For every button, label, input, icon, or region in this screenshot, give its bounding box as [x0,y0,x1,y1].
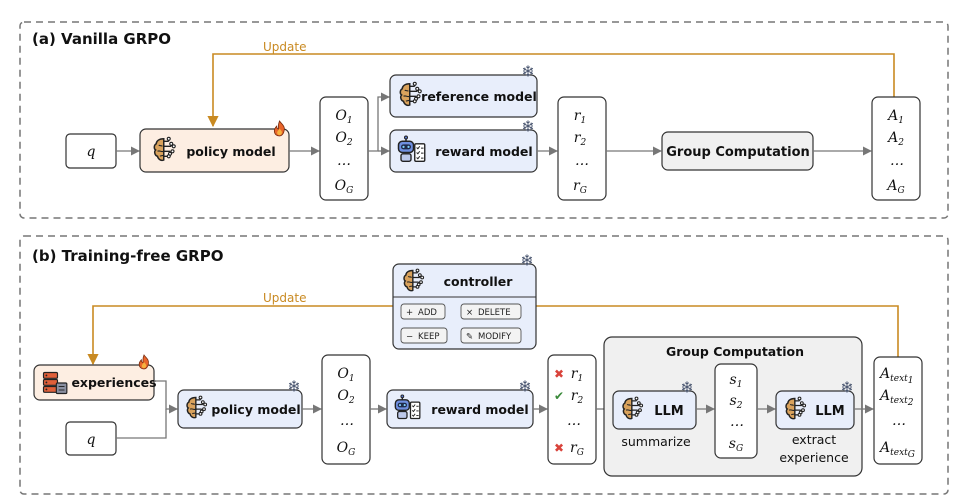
plus-icon: + [406,308,413,318]
outputs-list-b: O1 O2 … OG [337,366,356,458]
update-arrow-a [207,53,895,128]
reward-item: r2 [574,130,587,148]
reward-model-label-b: reward model [431,402,528,417]
op-add-label: ADD [418,308,437,318]
flame-icon [273,120,285,137]
controller-op-add: + ADD [400,303,446,320]
check-icon: ✔ [554,389,564,403]
panel-vanilla-grpo: (a) Vanilla GRPO Update q policy model O… [19,21,949,219]
text-advantages-list: Atext1 Atext2 … AtextG [878,366,915,460]
outputs-list-a: O1 O2 … OG [335,108,354,196]
output-item: … [340,413,354,429]
reward-item: rG [570,440,584,458]
output-item: OG [337,440,356,458]
flame-icon [138,354,149,370]
summary-item: s1 [730,372,743,390]
arrow-experiences-policy-b [154,380,178,414]
op-delete-label: DELETE [478,308,511,318]
op-modify-label: MODIFY [478,332,512,342]
output-item: O2 [337,388,354,406]
arrow-q-policy-b [116,409,167,439]
summaries-list: s1 s2 … sG [729,372,744,454]
group-computation-label-a: Group Computation [666,145,810,160]
text-advantages-box [873,356,923,465]
summaries-box [714,363,758,459]
extract-caption-line1: extract [792,432,836,447]
rewards-list-b: ✖ r1 ✔ r2 … ✖ rG [554,366,584,458]
minus-icon: − [406,332,413,342]
panel-b-frame [19,235,949,495]
text-advantage-item: … [892,413,906,429]
reward-item: rG [573,178,587,196]
rewards-list-a: r1 r2 … rG [573,108,589,196]
panel-training-free-grpo: (b) Training-free GRPO Update controller… [19,235,949,495]
llm-extract-label: LLM [815,404,845,419]
output-item: OG [335,178,354,196]
controller-op-delete: × DELETE [460,303,522,320]
controller-label: controller [444,274,514,289]
summary-item: s2 [730,393,743,411]
extract-caption-line2: experience [779,450,849,465]
policy-model-label-b: policy model [211,402,300,417]
advantage-item: A1 [886,108,904,126]
summary-item: sG [729,436,743,454]
advantage-item: AG [885,178,904,196]
outputs-box-a [319,96,369,201]
reward-model-label-a: reward model [435,144,532,159]
pencil-icon: ✎ [466,332,473,342]
advantages-list-a: A1 A2 … AG [885,108,904,196]
summary-item: … [730,414,744,430]
reference-model-a [389,74,538,118]
cross-icon: ✖ [554,441,564,455]
rewards-box-a [557,96,607,201]
times-icon: × [466,308,473,318]
advantage-item: A2 [886,130,904,148]
controller-op-keep: − KEEP [400,327,448,344]
policy-model-label-a: policy model [186,144,275,159]
llm-summarize-label: LLM [654,404,684,419]
group-computation-label-b: Group Computation [666,344,804,359]
text-advantage-item: Atext2 [878,388,914,408]
update-label-a: Update [263,40,306,54]
controller-op-modify: ✎ MODIFY [460,327,522,344]
output-item: O1 [337,366,354,384]
reward-item: … [567,413,581,429]
update-label-b: Update [263,291,306,305]
summarize-caption: summarize [621,434,691,449]
advantages-box-a [871,96,921,201]
query-label-a: q [87,144,96,160]
reward-item: … [575,153,589,169]
output-item: O1 [335,108,352,126]
op-keep-label: KEEP [418,332,439,342]
arrow-outputs-reference-a [368,92,390,152]
text-advantage-item: Atext1 [878,366,914,386]
output-item: … [337,153,351,169]
reference-model-label-a: reference model [421,89,537,104]
experiences-label: experiences [71,375,156,390]
output-item: O2 [335,130,352,148]
panel-b-title: (b) Training-free GRPO [32,247,223,265]
panel-a-frame [19,21,949,219]
cross-icon: ✖ [554,367,564,381]
reward-item: r1 [574,108,586,126]
advantage-item: … [890,153,904,169]
reward-item: r1 [571,366,583,384]
query-label-b: q [87,432,96,448]
text-advantage-item: AtextG [878,440,915,460]
reward-item: r2 [571,388,584,406]
panel-a-title: (a) Vanilla GRPO [32,30,171,48]
